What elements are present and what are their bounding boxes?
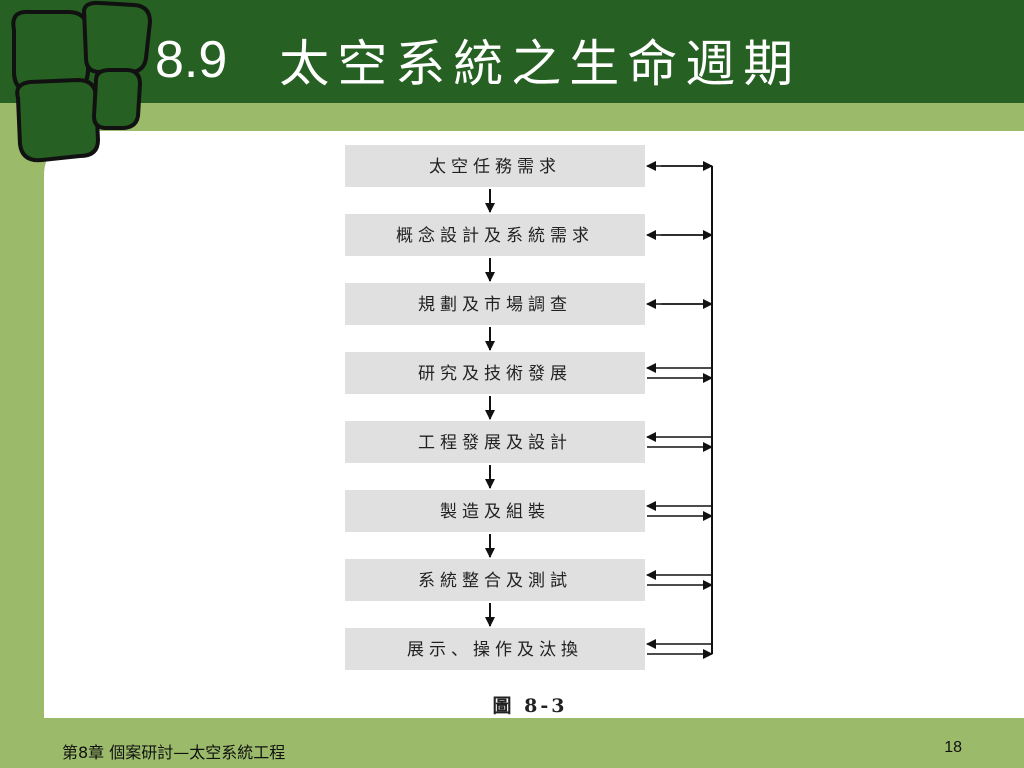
step-label: 概念設計及系統需求 [396,225,594,246]
footer-chapter: 第8章 個案研討—太空系統工程 [62,743,286,762]
logo-icon [11,0,152,163]
step-box [345,283,645,325]
step-label: 工程發展及設計 [418,433,572,453]
step-box [345,559,645,601]
section-number: 8.9 [155,31,228,89]
title-text: 太空系統之生命週期 [279,35,802,93]
footer-page-number: 18 [944,739,962,756]
figure-label: 圖 8-3 [493,695,568,717]
step-box [345,490,645,532]
step-box [345,352,645,394]
step-label: 系統整合及測試 [418,571,572,591]
step-box [345,421,645,463]
step-label: 太空任務需求 [429,157,561,177]
step-label: 展示、操作及汰換 [407,640,583,660]
header-bar [0,0,1024,103]
step-label: 製造及組裝 [440,502,550,522]
step-label: 研究及技術發展 [418,364,572,384]
flow-steps: 太空任務需求概念設計及系統需求規劃及市場調查研究及技術發展工程發展及設計製造及組… [345,145,713,670]
step-box [345,628,645,670]
step-label: 規劃及市場調查 [418,295,572,315]
step-box [345,214,645,256]
slide-title: 8.9 太空系統之生命週期 [155,24,801,94]
step-box [345,145,645,187]
